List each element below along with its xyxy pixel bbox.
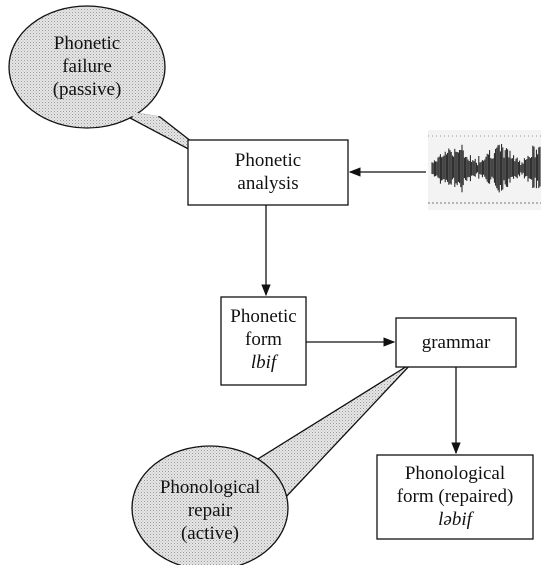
phonological-form-line-2: form (repaired) [396,486,514,507]
phonological-form-line-1: Phonological [404,463,506,484]
phonetic-form-line-1: Phonetic [230,306,297,327]
phonetic-failure-line-2: failure [62,56,112,77]
phonetic-analysis-box [187,139,349,206]
phonetic-form-line-2: form [245,329,282,350]
phonological-repair-line-1: Phonological [159,477,261,498]
phonetic-analysis-line-1: Phonetic [234,150,302,171]
phonological-repair-label: Phonological repair (active) [140,476,280,545]
phonetic-failure-line-3: (passive) [52,79,122,100]
grammar-text: grammar [421,332,491,353]
phonetic-failure-line-1: Phonetic [53,33,121,54]
phonetic-form-box [220,296,307,386]
phonological-form-box [376,454,534,540]
grammar-label: grammar [396,331,516,354]
phonetic-form-transcription: lbif [250,352,277,373]
phonological-repair-line-2: repair [187,500,233,521]
phonetic-failure-label: Phonetic failure (passive) [22,32,152,101]
phonetic-form-label: Phonetic form lbif [221,305,306,374]
phonological-form-transcription: ləbif [438,509,472,530]
phonological-form-label: Phonological form (repaired) ləbif [377,462,533,531]
phonological-repair-line-3: (active) [180,523,239,544]
waveform-image [428,130,541,210]
phonological-repair-bubble [131,362,413,565]
phonetic-analysis-line-2: analysis [237,173,299,194]
phonetic-analysis-label: Phonetic analysis [188,149,348,195]
